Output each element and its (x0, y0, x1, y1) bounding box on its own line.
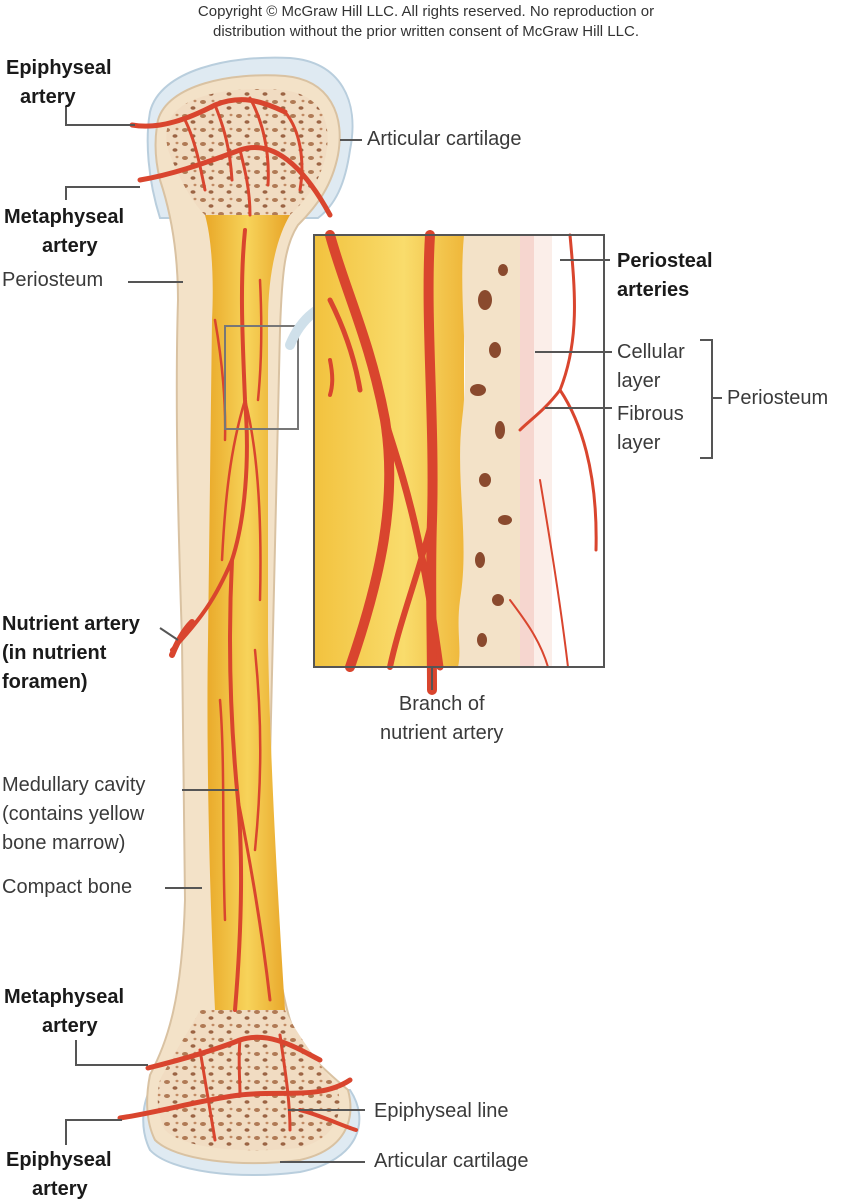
label-articular-cartilage-bottom: Articular cartilage (374, 1150, 529, 1172)
label-epiphyseal-line: Epiphyseal line (374, 1100, 509, 1122)
label-periosteum-left: Periosteum (2, 269, 104, 291)
detail-box (224, 325, 299, 430)
medullary-cavity-shape (205, 215, 290, 1010)
label-articular-cartilage-top: Articular cartilage (367, 128, 522, 150)
label-cellular-layer: Cellular layer (617, 341, 685, 392)
bone-arteries (117, 96, 358, 1142)
label-fibrous-layer: Fibrous layer (617, 403, 684, 454)
copyright-line-2: distribution without the prior written c… (212, 23, 639, 40)
label-metaphyseal-artery-top: Metaphyseal artery (4, 206, 125, 257)
label-nutrient-artery: Nutrient artery (in nutrient foramen) (2, 613, 140, 693)
copyright-line-1: Copyright © McGraw Hill LLC. All rights … (197, 3, 655, 20)
label-branch-of-nutrient-artery: Branch of nutrient artery (380, 693, 504, 744)
spongy-bone-top (166, 89, 328, 215)
leader-lines (65, 106, 722, 1163)
label-periosteum-right: Periosteum (727, 387, 829, 409)
inset-magnified-view (313, 230, 605, 695)
label-epiphyseal-artery-top: Epiphyseal artery (6, 57, 112, 108)
copyright-notice: Copyright © McGraw Hill LLC. All rights … (0, 2, 852, 42)
label-metaphyseal-artery-bottom: Metaphyseal artery (4, 986, 125, 1037)
label-periosteal-arteries: Periosteal arteries (617, 250, 713, 301)
label-compact-bone: Compact bone (2, 876, 133, 898)
label-epiphyseal-artery-bottom: Epiphyseal artery (6, 1149, 112, 1200)
label-medullary-cavity: Medullary cavity (contains yellow bone m… (2, 774, 146, 854)
